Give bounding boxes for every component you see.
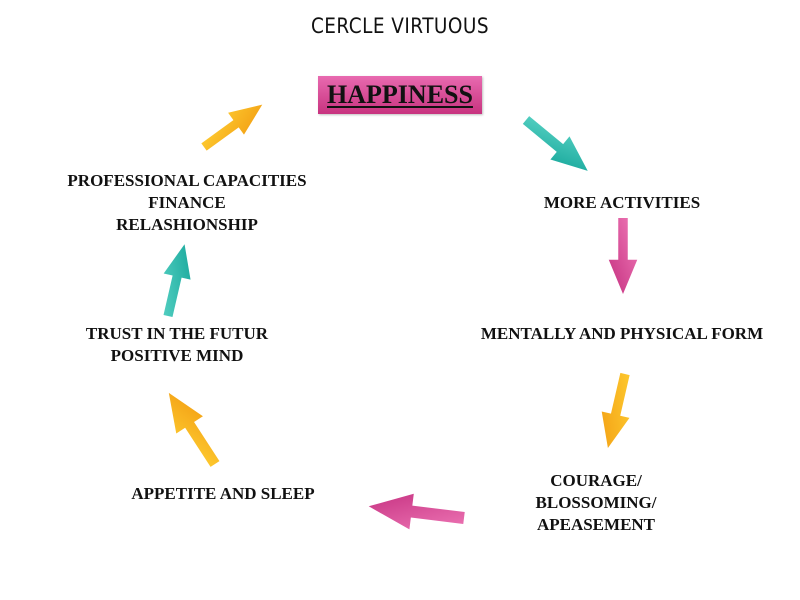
arrow-appetite-to-trust [168, 392, 220, 467]
node-trust-positive-mind: TRUST IN THE FUTUR POSITIVE MIND [52, 323, 302, 367]
node-courage-blossoming: COURAGE/ BLOSSOMING/ APEASEMENT [506, 470, 686, 536]
node-line: BLOSSOMING/ [535, 493, 657, 512]
arrow-trust-to-professional [163, 244, 191, 318]
arrow-professional-to-hub [201, 104, 263, 151]
node-line: TRUST IN THE FUTUR [85, 324, 269, 343]
node-appetite-sleep: APPETITE AND SLEEP [108, 483, 338, 505]
node-line: MENTALLY AND PHYSICAL FORM [480, 324, 764, 343]
node-line: FINANCE [148, 193, 226, 212]
diagram-title: CERCLE VIRTUOUS [310, 14, 490, 38]
node-more-activities: MORE ACTIVITIES [512, 192, 732, 214]
node-line: PROFESSIONAL CAPACITIES [67, 171, 307, 190]
node-line: MORE ACTIVITIES [543, 193, 701, 212]
node-line: POSITIVE MIND [110, 346, 244, 365]
hub-label: HAPPINESS [327, 80, 473, 109]
arrow-activities-to-form [608, 218, 638, 295]
node-mental-physical-form: MENTALLY AND PHYSICAL FORM [462, 323, 782, 345]
hub-happiness: HAPPINESS [318, 76, 482, 114]
node-line: RELASHIONSHIP [116, 215, 258, 234]
node-line: APEASEMENT [536, 515, 656, 534]
arrow-form-to-courage [601, 372, 630, 449]
node-line: COURAGE/ [550, 471, 642, 490]
arrow-courage-to-appetite [368, 493, 465, 530]
arrow-hub-to-activities [522, 116, 588, 171]
node-line: APPETITE AND SLEEP [131, 484, 315, 503]
node-professional-finance: PROFESSIONAL CAPACITIES FINANCE RELASHIO… [32, 170, 342, 236]
